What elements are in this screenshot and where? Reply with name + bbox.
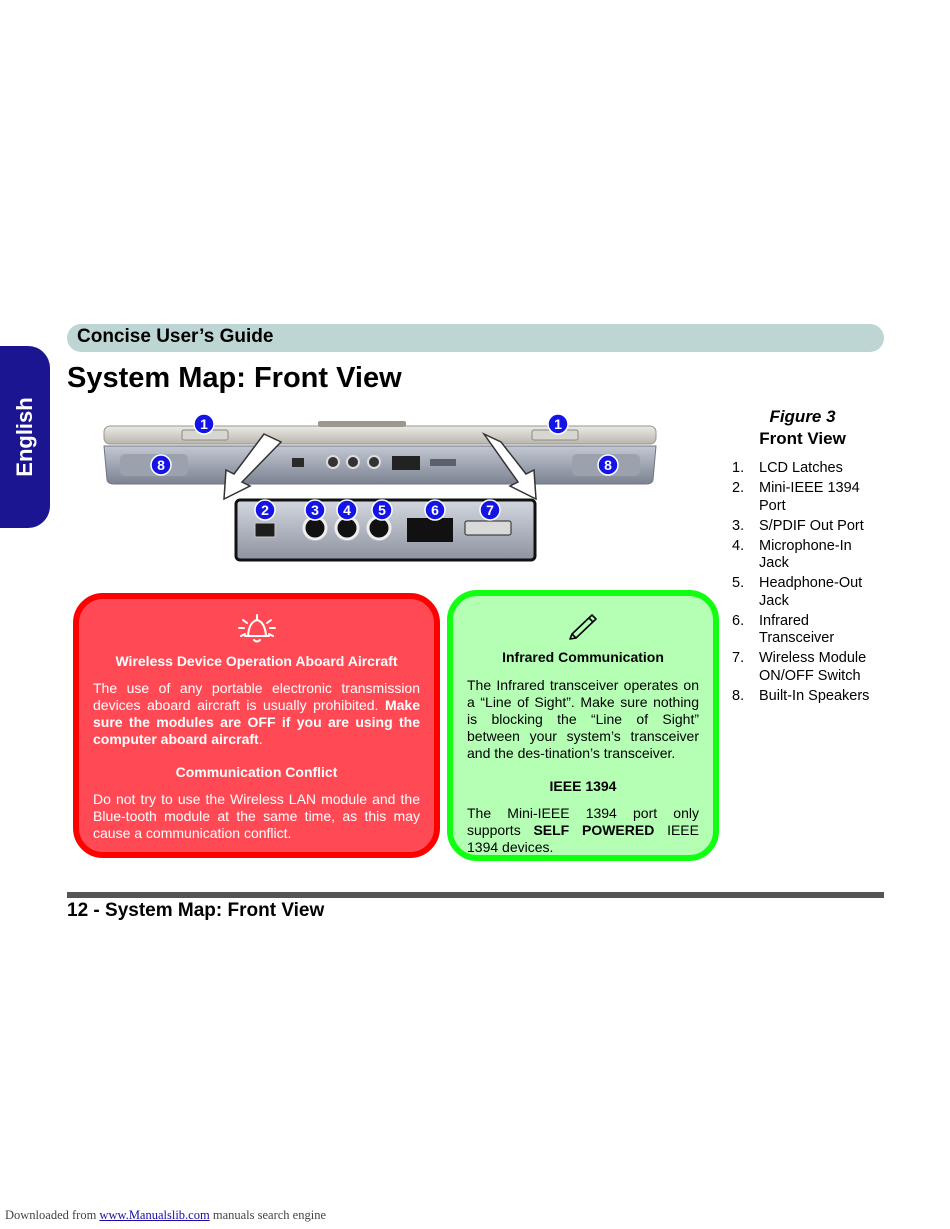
legend-number: 2. [732,480,745,496]
legend-item: 7. Wireless Module ON/OFF Switch [732,650,882,685]
closeup-wireless-switch [464,520,512,536]
legend-label: Mini-IEEE 1394 Port [759,480,860,514]
legend-label: S/PDIF Out Port [759,517,864,534]
legend-number: 4. [732,537,745,554]
legend-label: Infrared Transceiver [759,612,835,647]
warning-text: The use of any portable electronic trans… [93,680,420,713]
legend-number: 3. [732,517,745,534]
lid-hinge [318,421,406,427]
note-heading-ieee1394: IEEE 1394 [549,778,617,794]
callout-1a: 1 [200,416,208,432]
callout-2: 2 [261,502,269,518]
laptop-front-illustration: 1 1 8 8 2 3 4 5 6 7 [103,413,657,562]
legend-number: 6. [732,612,745,629]
alarm-bell-icon [237,614,276,643]
warning-paragraph-conflict: Do not try to use the Wireless LAN modul… [93,791,420,841]
manualslib-link[interactable]: www.Manualslib.com [99,1208,210,1222]
legend-item: 2. Mini-IEEE 1394 Port [732,480,882,515]
warning-box: Wireless Device Operation Aboard Aircraf… [73,593,440,858]
warning-paragraph-aircraft: The use of any portable electronic trans… [93,680,420,748]
header-bar: Concise User’s Guide [67,324,884,352]
page-title: System Map: Front View [67,362,402,394]
download-prefix: Downloaded from [5,1208,100,1222]
figure-caption: Figure 3 Front View [730,407,875,449]
footer-rule [67,892,884,898]
base-infrared [392,456,420,470]
base-mic-jack [346,455,360,469]
figure-number: Figure 3 [769,407,836,426]
legend-item: 5. Headphone-Out Jack [732,575,882,610]
arrow-left-icon [223,433,283,501]
figure-name: Front View [759,429,846,448]
guide-title: Concise User’s Guide [77,326,274,347]
note-text-bold: SELF POWERED [533,822,655,838]
callout-7: 7 [486,502,494,518]
legend-number: 5. [732,575,745,591]
closeup-infrared-window [407,518,453,542]
legend-label: Wireless Module ON/OFF Switch [759,650,867,684]
closeup-ieee1394-port [254,522,276,538]
download-suffix: manuals search engine [209,1208,326,1222]
legend-label: Built-In Speakers [759,687,870,704]
note-paragraph-ieee1394: The Mini-IEEE 1394 port only supports SE… [467,805,699,856]
language-side-tab[interactable]: English [0,346,50,528]
front-view-figure: 1 1 8 8 2 3 4 5 6 7 [100,410,665,570]
arrow-right-icon [481,432,537,501]
base-headphone-jack [367,455,381,469]
legend-number: 7. [732,650,745,666]
base-1394-port [292,458,304,467]
callout-3: 3 [311,502,319,518]
note-text: The Mini-IEEE 1394 port only supports [467,805,699,838]
download-notice: Downloaded from www.Manualslib.com manua… [5,1208,326,1223]
legend-item: 1. LCD Latches [732,460,882,478]
note-paragraph-infrared: The Infrared transceiver operates on a “… [467,677,699,761]
legend-item: 4. Microphone-In Jack [732,538,882,573]
warning-text-bold: Make sure the modules are OFF if you are… [93,697,420,747]
legend-number: 1. [732,460,745,476]
legend-item: 8. Built-In Speakers [732,688,882,706]
callout-6: 6 [431,502,439,518]
legend-item: 6. Infrared Transceiver [732,613,882,648]
legend-label: Headphone-Out Jack [759,575,863,609]
warning-text-end: . [258,731,263,747]
callout-4: 4 [343,502,351,518]
note-heading-infrared: Infrared Communication [502,649,664,665]
warning-heading-conflict: Communication Conflict [175,764,338,780]
legend-number: 8. [732,687,745,704]
footer-page-label: 12 - System Map: Front View [67,900,325,921]
language-label: English [12,397,37,477]
callout-8a: 8 [157,457,165,473]
legend-label: LCD Latches [759,460,843,476]
figure-legend: 1. LCD Latches 2. Mini-IEEE 1394 Port 3. S/… [732,460,882,708]
note-box: Infrared Communication The Infrared tran… [447,590,719,861]
callout-1b: 1 [554,416,562,432]
pen-icon [569,614,597,640]
base-switch [430,459,456,466]
legend-label: Microphone-In Jack [759,537,852,572]
legend-item: 3. S/PDIF Out Port [732,518,882,536]
base-spdif-jack [326,455,340,469]
warning-heading-aircraft: Wireless Device Operation Aboard Aircraf… [115,653,398,669]
callout-5: 5 [378,502,386,518]
note-text-end: IEEE 1394 devices. [467,822,699,855]
callout-8b: 8 [604,457,612,473]
